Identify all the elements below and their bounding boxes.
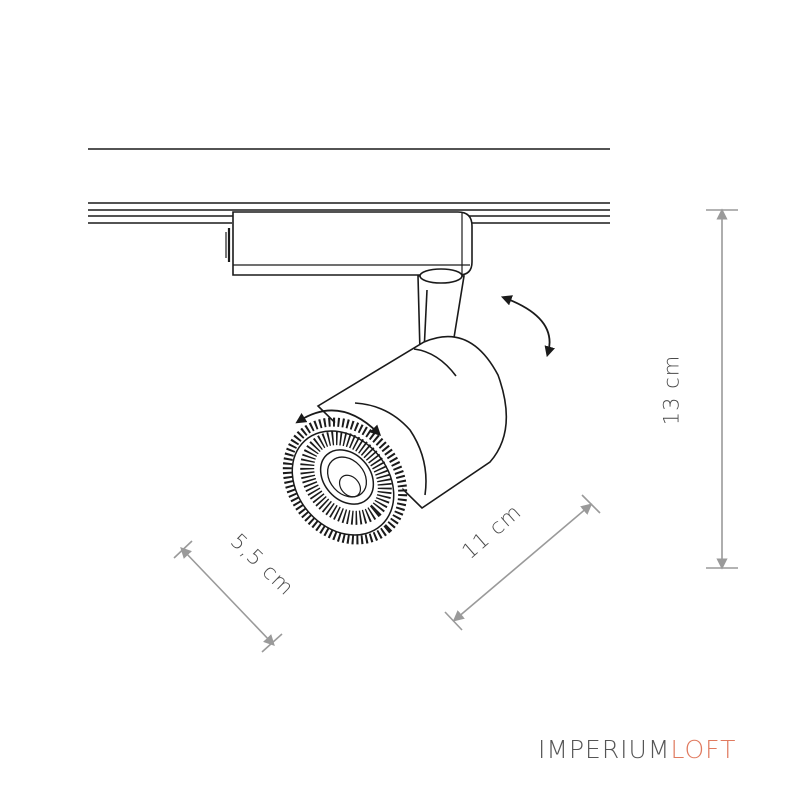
height-label: 13 cm (659, 354, 684, 426)
lens-head (282, 417, 408, 545)
track-adapter (225, 211, 473, 276)
height-dimension (706, 208, 738, 570)
brand-logo: IMPERIUMLOFT (538, 737, 736, 762)
track-rail (88, 202, 610, 224)
rotation-arrow-icon (295, 409, 382, 437)
brand-part-2: LOFT (670, 735, 737, 764)
brand-part-1: IMPERIUM (538, 735, 671, 764)
tilt-arrow-icon (500, 295, 555, 358)
length-dimension (444, 494, 601, 631)
diameter-dimension (173, 540, 283, 653)
